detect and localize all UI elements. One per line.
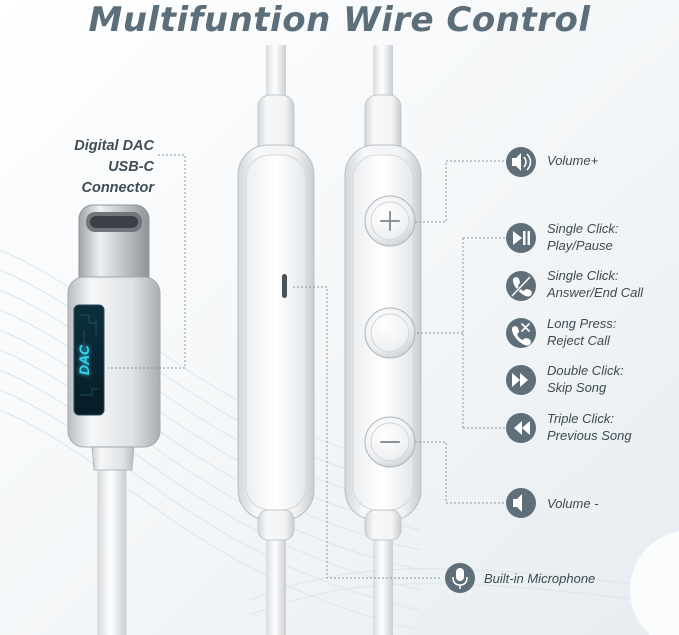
- feature-play-pause: Single Click: Play/Pause: [547, 221, 619, 253]
- background-waves: [0, 249, 679, 631]
- feature-built-in-microphone: Built-in Microphone: [484, 571, 596, 586]
- plus-icon: [380, 211, 400, 231]
- background-glow: [630, 531, 679, 635]
- usb-c-connector: DAC: [67, 204, 161, 635]
- callout-lines: [108, 154, 505, 579]
- speaker-icon: [506, 147, 536, 177]
- speaker-icon: [506, 488, 536, 518]
- dac-chip-window: [73, 304, 105, 416]
- play-pause-icon: [506, 223, 536, 253]
- feature-skip-song: Double Click: Skip Song: [547, 363, 624, 395]
- microphone-hole: [282, 274, 287, 298]
- dac-chip-label: DAC: [76, 344, 92, 375]
- remote-right: [344, 94, 422, 541]
- rewind-icon: [506, 413, 536, 443]
- microphone-icon: [445, 563, 475, 593]
- multifunction-button: [364, 307, 416, 359]
- volume-up-button: [364, 195, 416, 247]
- volume-down-button: [364, 416, 416, 468]
- page-title: Multifuntion Wire Control: [88, 0, 591, 40]
- feature-volume-up: Volume+: [547, 153, 599, 168]
- connector-label-line2: USB-C Connector: [81, 159, 155, 196]
- feature-answer-end-call: Single Click: Answer/End Call: [547, 268, 644, 300]
- feature-volume-down: Volume -: [547, 496, 599, 511]
- feature-reject-call: Long Press: Reject Call: [547, 316, 617, 348]
- feature-previous-song: Triple Click: Previous Song: [547, 411, 632, 443]
- feature-icons: [445, 147, 536, 593]
- phone-icon: [506, 271, 536, 301]
- connector-label-line1: Digital DAC: [74, 138, 154, 154]
- reject-call-icon: [506, 318, 536, 348]
- remote-left: [237, 94, 315, 541]
- fast-forward-icon: [506, 365, 536, 395]
